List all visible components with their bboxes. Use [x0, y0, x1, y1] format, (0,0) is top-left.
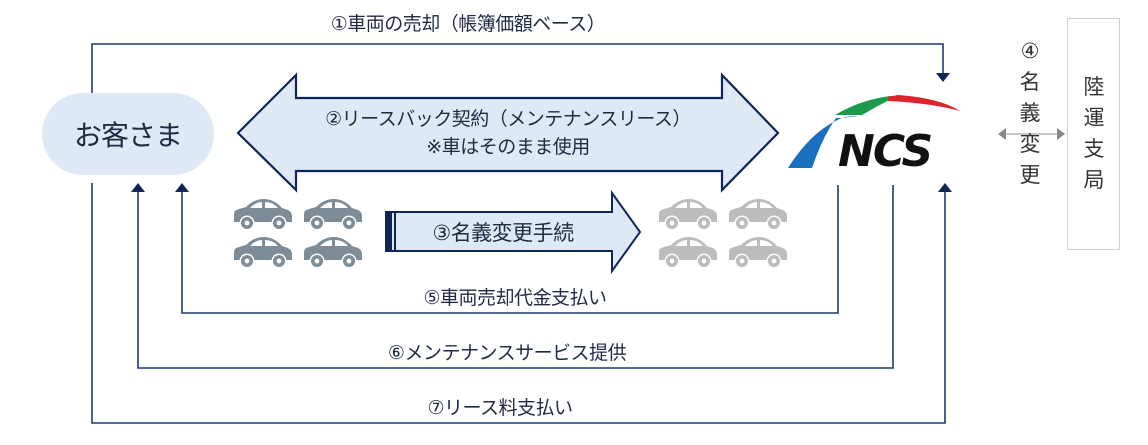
registration-change-double-arrow — [998, 128, 1065, 140]
office-char: 支 — [1083, 137, 1105, 161]
arrowhead-up-icon — [938, 183, 952, 192]
step2-label: ②リースバック契約（メンテナンスリース） ※車はそのまま使用 — [325, 105, 691, 161]
transport-office-node: 陸 運 支 局 — [1067, 18, 1120, 250]
step2-label-line1: ②リースバック契約（メンテナンスリース） — [325, 108, 691, 130]
flow-line-sale-payment — [181, 185, 839, 314]
arrowhead-up-icon — [175, 183, 189, 192]
cars-before-group — [234, 199, 362, 269]
step4-label: ④ 名 義 変 更 — [1015, 36, 1045, 191]
step1-label: ①車両の売却（帳簿価額ベース） — [330, 13, 606, 35]
logo-blue-swoosh — [788, 116, 858, 168]
car-icon — [304, 237, 362, 269]
office-char: 陸 — [1083, 75, 1105, 99]
car-icon — [234, 199, 292, 231]
car-icon — [659, 199, 717, 231]
logo-wordmark: NCS — [838, 126, 932, 177]
transport-office-label: 陸 運 支 局 — [1079, 72, 1109, 196]
car-icon — [234, 237, 292, 269]
car-icon — [304, 199, 362, 231]
logo-green-swoosh — [835, 96, 898, 115]
step4-char: 更 — [1019, 163, 1041, 187]
car-icon — [729, 237, 787, 269]
arrowhead-up-icon — [131, 183, 145, 192]
step4-char: ④ — [1020, 39, 1040, 63]
step2-label-line2: ※車はそのまま使用 — [426, 136, 590, 158]
leaseback-double-arrow — [236, 72, 780, 193]
flow-line-sale — [91, 43, 944, 93]
cars-after-group — [659, 199, 787, 269]
customer-label: お客さま — [73, 119, 183, 152]
office-char: 局 — [1083, 168, 1105, 192]
step4-char: 名 — [1019, 70, 1041, 94]
step4-char: 義 — [1019, 101, 1041, 125]
arrowhead-down-icon — [936, 73, 950, 82]
customer-node: お客さま — [42, 93, 214, 175]
flow-line-maintenance-service — [137, 185, 894, 369]
car-icon — [729, 199, 787, 231]
ncs-logo: NCS — [788, 95, 960, 177]
step4-char: 変 — [1019, 132, 1041, 156]
step6-label: ⑥メンテナンスサービス提供 — [387, 342, 627, 364]
car-icon — [659, 237, 717, 269]
office-char: 運 — [1083, 106, 1105, 130]
registration-transfer-arrow — [385, 189, 642, 275]
logo-red-swoosh — [888, 95, 960, 111]
step7-label: ⑦リース料支払い — [427, 397, 573, 419]
step5-label: ⑤車両売却代金支払い — [423, 287, 607, 309]
flow-line-lease-payment — [91, 183, 946, 424]
step3-label: ③名義変更手続 — [432, 221, 574, 245]
